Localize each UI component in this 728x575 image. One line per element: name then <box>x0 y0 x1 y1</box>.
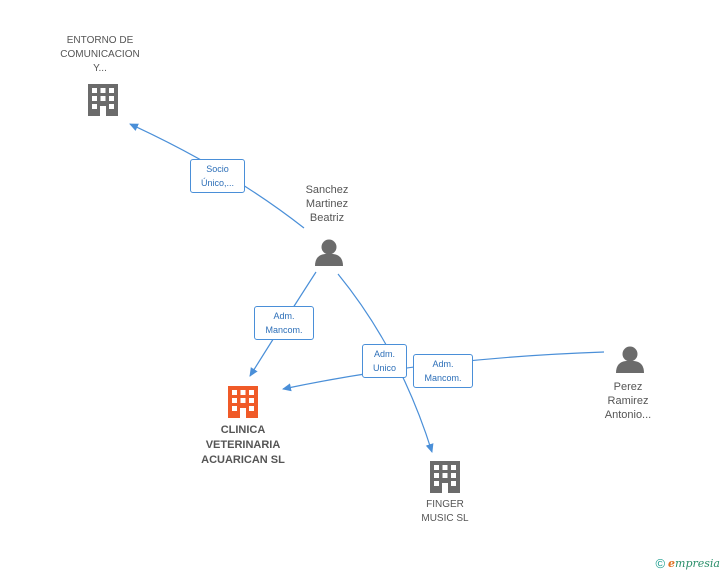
sanchez-person-icon[interactable] <box>315 239 343 267</box>
clinica-label[interactable]: CLINICA VETERINARIA ACUARICAN SL <box>201 424 285 466</box>
clinica-building-icon[interactable] <box>228 386 258 418</box>
perez-label[interactable]: Perez Ramirez Antonio... <box>604 381 652 421</box>
perez-person-icon[interactable] <box>616 346 644 374</box>
edge-label-adm-mancom-1[interactable]: Adm. Mancom. <box>254 306 314 340</box>
sanchez-label[interactable]: Sanchez Martinez Beatriz <box>305 184 349 224</box>
edge-label-socio-unico[interactable]: Socio Único,... <box>190 159 245 193</box>
finger-label[interactable]: FINGER MUSIC SL <box>421 499 469 524</box>
entorno-building-icon[interactable] <box>88 84 118 116</box>
entorno-label[interactable]: ENTORNO DE COMUNICACION Y... <box>60 35 140 74</box>
brand-footer: © empresia <box>655 556 720 571</box>
finger-building-icon[interactable] <box>430 461 460 493</box>
empresia-logo[interactable]: empresia <box>668 557 720 570</box>
copyright-symbol: © <box>655 556 666 571</box>
edge-label-adm-mancom-2[interactable]: Adm. Mancom. <box>413 354 473 388</box>
edge-label-adm-unico[interactable]: Adm. Unico <box>362 344 407 378</box>
